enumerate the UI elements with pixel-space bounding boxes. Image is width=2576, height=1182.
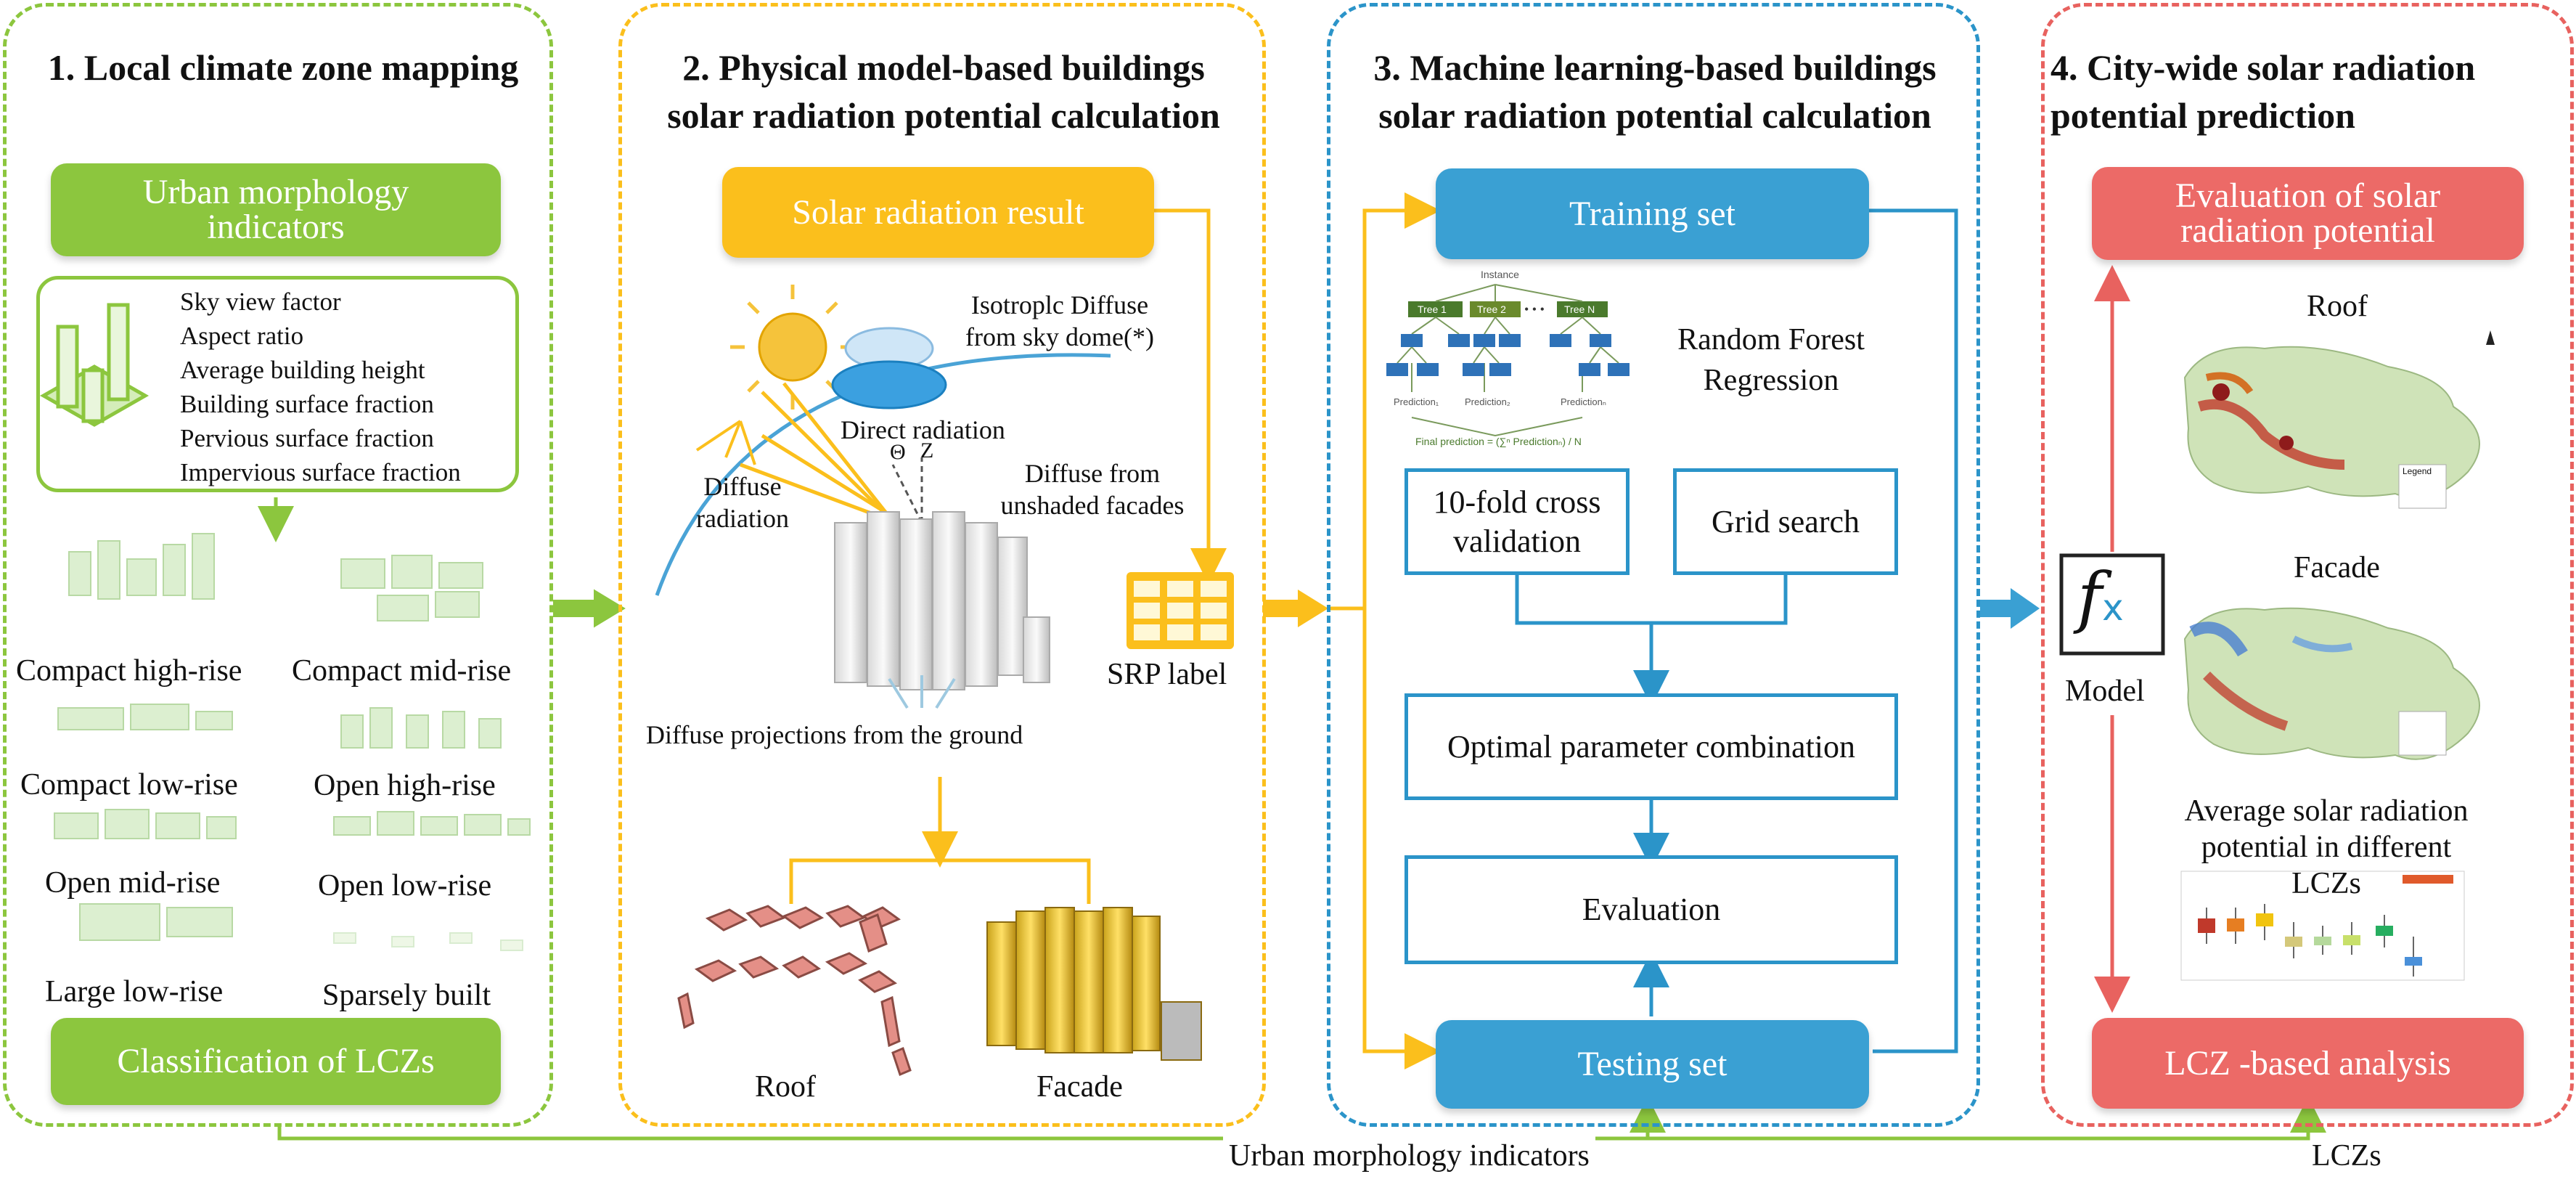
rf-prediction-label: Prediction₂ [1465, 396, 1510, 407]
facade-map [2183, 607, 2480, 760]
map-roof-label: Roof [2307, 290, 2368, 323]
rf-prediction-label: Predictionₙ [1561, 396, 1606, 407]
model-function-icon [2059, 553, 2165, 656]
panel-physical-model [618, 3, 1266, 1127]
indicator-item: Average building height [180, 356, 425, 384]
lcz-label: Large low-rise [45, 975, 224, 1008]
panel-1-title: 1. Local climate zone mapping [47, 47, 519, 88]
rf-tree-label: Tree 1 [1418, 303, 1447, 315]
roof-map [2183, 330, 2495, 509]
lcz-label: Open low-rise [318, 869, 492, 902]
indicator-item: Sky view factor [180, 288, 341, 316]
srp-table-icon [1127, 572, 1234, 649]
srp-to-p3-arrow [1263, 600, 1299, 617]
to-training-arrow [1362, 192, 1441, 608]
map-facade-label: Facade [2294, 551, 2380, 584]
lcz-analysis-button[interactable]: LCZ -based analysis [2092, 1018, 2524, 1109]
rf-instance-label: Instance [1481, 269, 1519, 280]
lcz-thumbnails [54, 533, 531, 951]
random-forest-diagram [1386, 284, 1630, 437]
evaluation-box: Evaluation [1404, 855, 1898, 964]
indicators-box [36, 276, 519, 492]
bottom-lczs-label: LCZs [2312, 1139, 2381, 1173]
theta-label: Θ [890, 440, 906, 464]
facade-illustration [986, 907, 1202, 1061]
roof-facade-bracket [789, 858, 1091, 904]
testing-set-button[interactable]: Testing set [1436, 1020, 1869, 1109]
training-testing-loop [1869, 208, 1958, 1053]
result-to-srp-arrow [1154, 208, 1227, 584]
rf-tree-label: Tree N [1564, 303, 1595, 315]
lcz-label: Compact low-rise [20, 768, 238, 802]
p3-to-p4-arrow [1980, 600, 2012, 617]
lcz-boxplot-thumbnail [2180, 871, 2465, 981]
lcz-label: Compact high-rise [16, 654, 242, 688]
panel-citywide-prediction [2041, 3, 2574, 1127]
rf-tree-label: Tree 2 [1477, 303, 1506, 315]
lcz-label: Sparsely built [322, 979, 491, 1012]
facade-label: Facade [1036, 1070, 1123, 1104]
roof-footprints-illustration [677, 905, 912, 1077]
solar-result-button[interactable]: Solar radiation result [722, 167, 1154, 258]
bottom-urban-indicators-label: Urban morphology indicators [1223, 1136, 1595, 1175]
indicator-item: Pervious surface fraction [180, 424, 434, 452]
classification-lcz-button[interactable]: Classification of LCZs [51, 1018, 501, 1105]
lcz-label: Open high-rise [314, 769, 496, 802]
optimal-parameter-box: Optimal parameter combination [1404, 693, 1898, 800]
srp-label: SRP label [1107, 658, 1227, 691]
bottom-feedback-line [277, 1096, 2326, 1141]
lcz-label: Compact mid-rise [292, 654, 512, 688]
rf-prediction-label: Prediction₁ [1394, 396, 1439, 407]
to-testing-arrow [1362, 608, 1441, 1069]
solar-model-illustration [655, 285, 1111, 709]
rf-dots: • • • [1524, 302, 1545, 317]
lcz-label: Open mid-rise [45, 866, 221, 900]
map-legend-label: Legend [2403, 466, 2432, 476]
panel-lcz-mapping [3, 3, 553, 1127]
indicator-item: Impervious surface fraction [180, 458, 461, 486]
grid-search-box: Grid search [1673, 468, 1898, 575]
model-label: Model [2065, 674, 2145, 708]
indicator-item: Aspect ratio [180, 322, 304, 350]
z-label: Z [920, 439, 934, 462]
ground-projection-label: Diffuse projections from the ground [646, 720, 1023, 749]
training-set-button[interactable]: Training set [1436, 168, 1869, 259]
buildings-icon [39, 303, 150, 427]
rf-final-label: Final prediction = (∑ⁿ Predictionₙ) / N [1415, 436, 1582, 447]
direct-radiation-label: Direct radiation [841, 415, 1005, 444]
roof-label: Roof [755, 1070, 816, 1104]
panel-machine-learning [1327, 3, 1980, 1127]
fx-symbol: fx [2077, 558, 2124, 636]
indicators-list: Sky view factor Aspect ratio Average bui… [180, 285, 461, 489]
indicator-item: Building surface fraction [180, 390, 434, 418]
